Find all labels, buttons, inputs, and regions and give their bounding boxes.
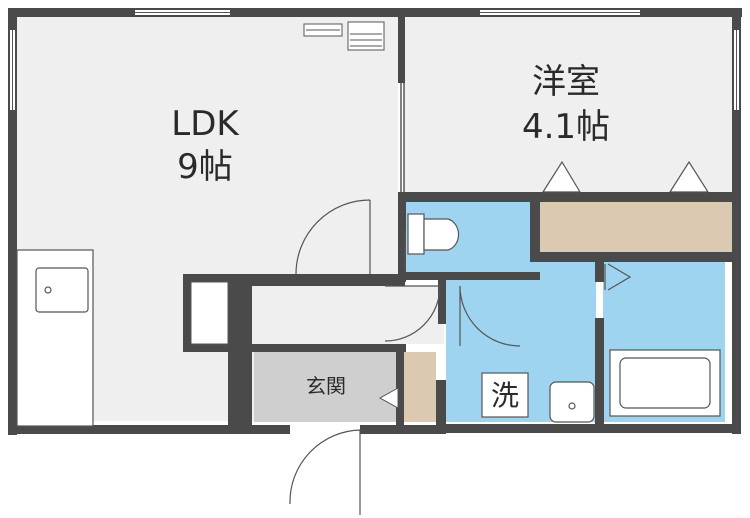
wall-toilet-right xyxy=(530,200,540,262)
closet-floor xyxy=(540,202,732,252)
wall-wash-left-lower xyxy=(436,380,446,430)
entrance-floor xyxy=(254,352,398,422)
air-conditioner-icon xyxy=(347,21,385,51)
door-bath-icon xyxy=(604,263,632,291)
western-room-size: 4.1帖 xyxy=(522,107,610,147)
door-ldk-icon xyxy=(295,199,371,275)
door-entrance-icon xyxy=(289,429,361,515)
washroom-label: 洗 xyxy=(491,379,519,412)
wall-hall-box-bottom xyxy=(183,344,251,352)
doors xyxy=(289,199,521,515)
wall-bath-left-lower xyxy=(595,318,604,428)
door-hall-icon xyxy=(384,285,441,342)
wall-ldk-right-lower xyxy=(398,192,406,282)
wall-closet-bottom xyxy=(530,252,741,262)
refrigerator-space xyxy=(190,281,229,345)
ldk-room-size: 9帖 xyxy=(177,147,233,187)
toilet-icon xyxy=(407,213,460,255)
wall-bottom-left xyxy=(8,425,290,434)
wall-entrance-top xyxy=(252,344,406,352)
closet-doors xyxy=(541,160,710,193)
wall-bottom-right xyxy=(446,424,741,433)
hallway-floor xyxy=(252,286,444,344)
air-conditioners xyxy=(303,21,385,51)
kitchen-counter xyxy=(16,249,94,427)
walls xyxy=(8,8,742,435)
sliding-door-partition xyxy=(400,83,405,192)
windows xyxy=(10,10,739,110)
wall-right xyxy=(732,8,741,434)
door-washroom-icon xyxy=(459,285,521,347)
shoe-cabinet xyxy=(404,352,436,422)
ldk-room-name: LDK xyxy=(171,104,240,144)
entrance-label: 玄関 xyxy=(306,374,346,398)
wall-western-bottom xyxy=(398,192,741,202)
wall-toilet-bottom xyxy=(398,272,540,280)
western-room-name: 洋室 xyxy=(532,62,600,102)
wall-bath-left xyxy=(595,252,604,282)
bathtub-icon xyxy=(609,349,721,417)
wall-hall-box xyxy=(183,274,191,352)
wall-partition-vertical xyxy=(398,8,405,83)
western-room-floor xyxy=(404,16,734,194)
washbasin-icon xyxy=(549,381,595,423)
wall-top xyxy=(8,8,742,17)
washer-box xyxy=(481,372,529,418)
wall-entrance-right xyxy=(396,344,404,430)
wall-left xyxy=(8,8,17,435)
entrance-step-icon xyxy=(378,387,399,409)
kitchen-sink-icon xyxy=(35,267,89,313)
wall-wash-left xyxy=(438,274,446,324)
